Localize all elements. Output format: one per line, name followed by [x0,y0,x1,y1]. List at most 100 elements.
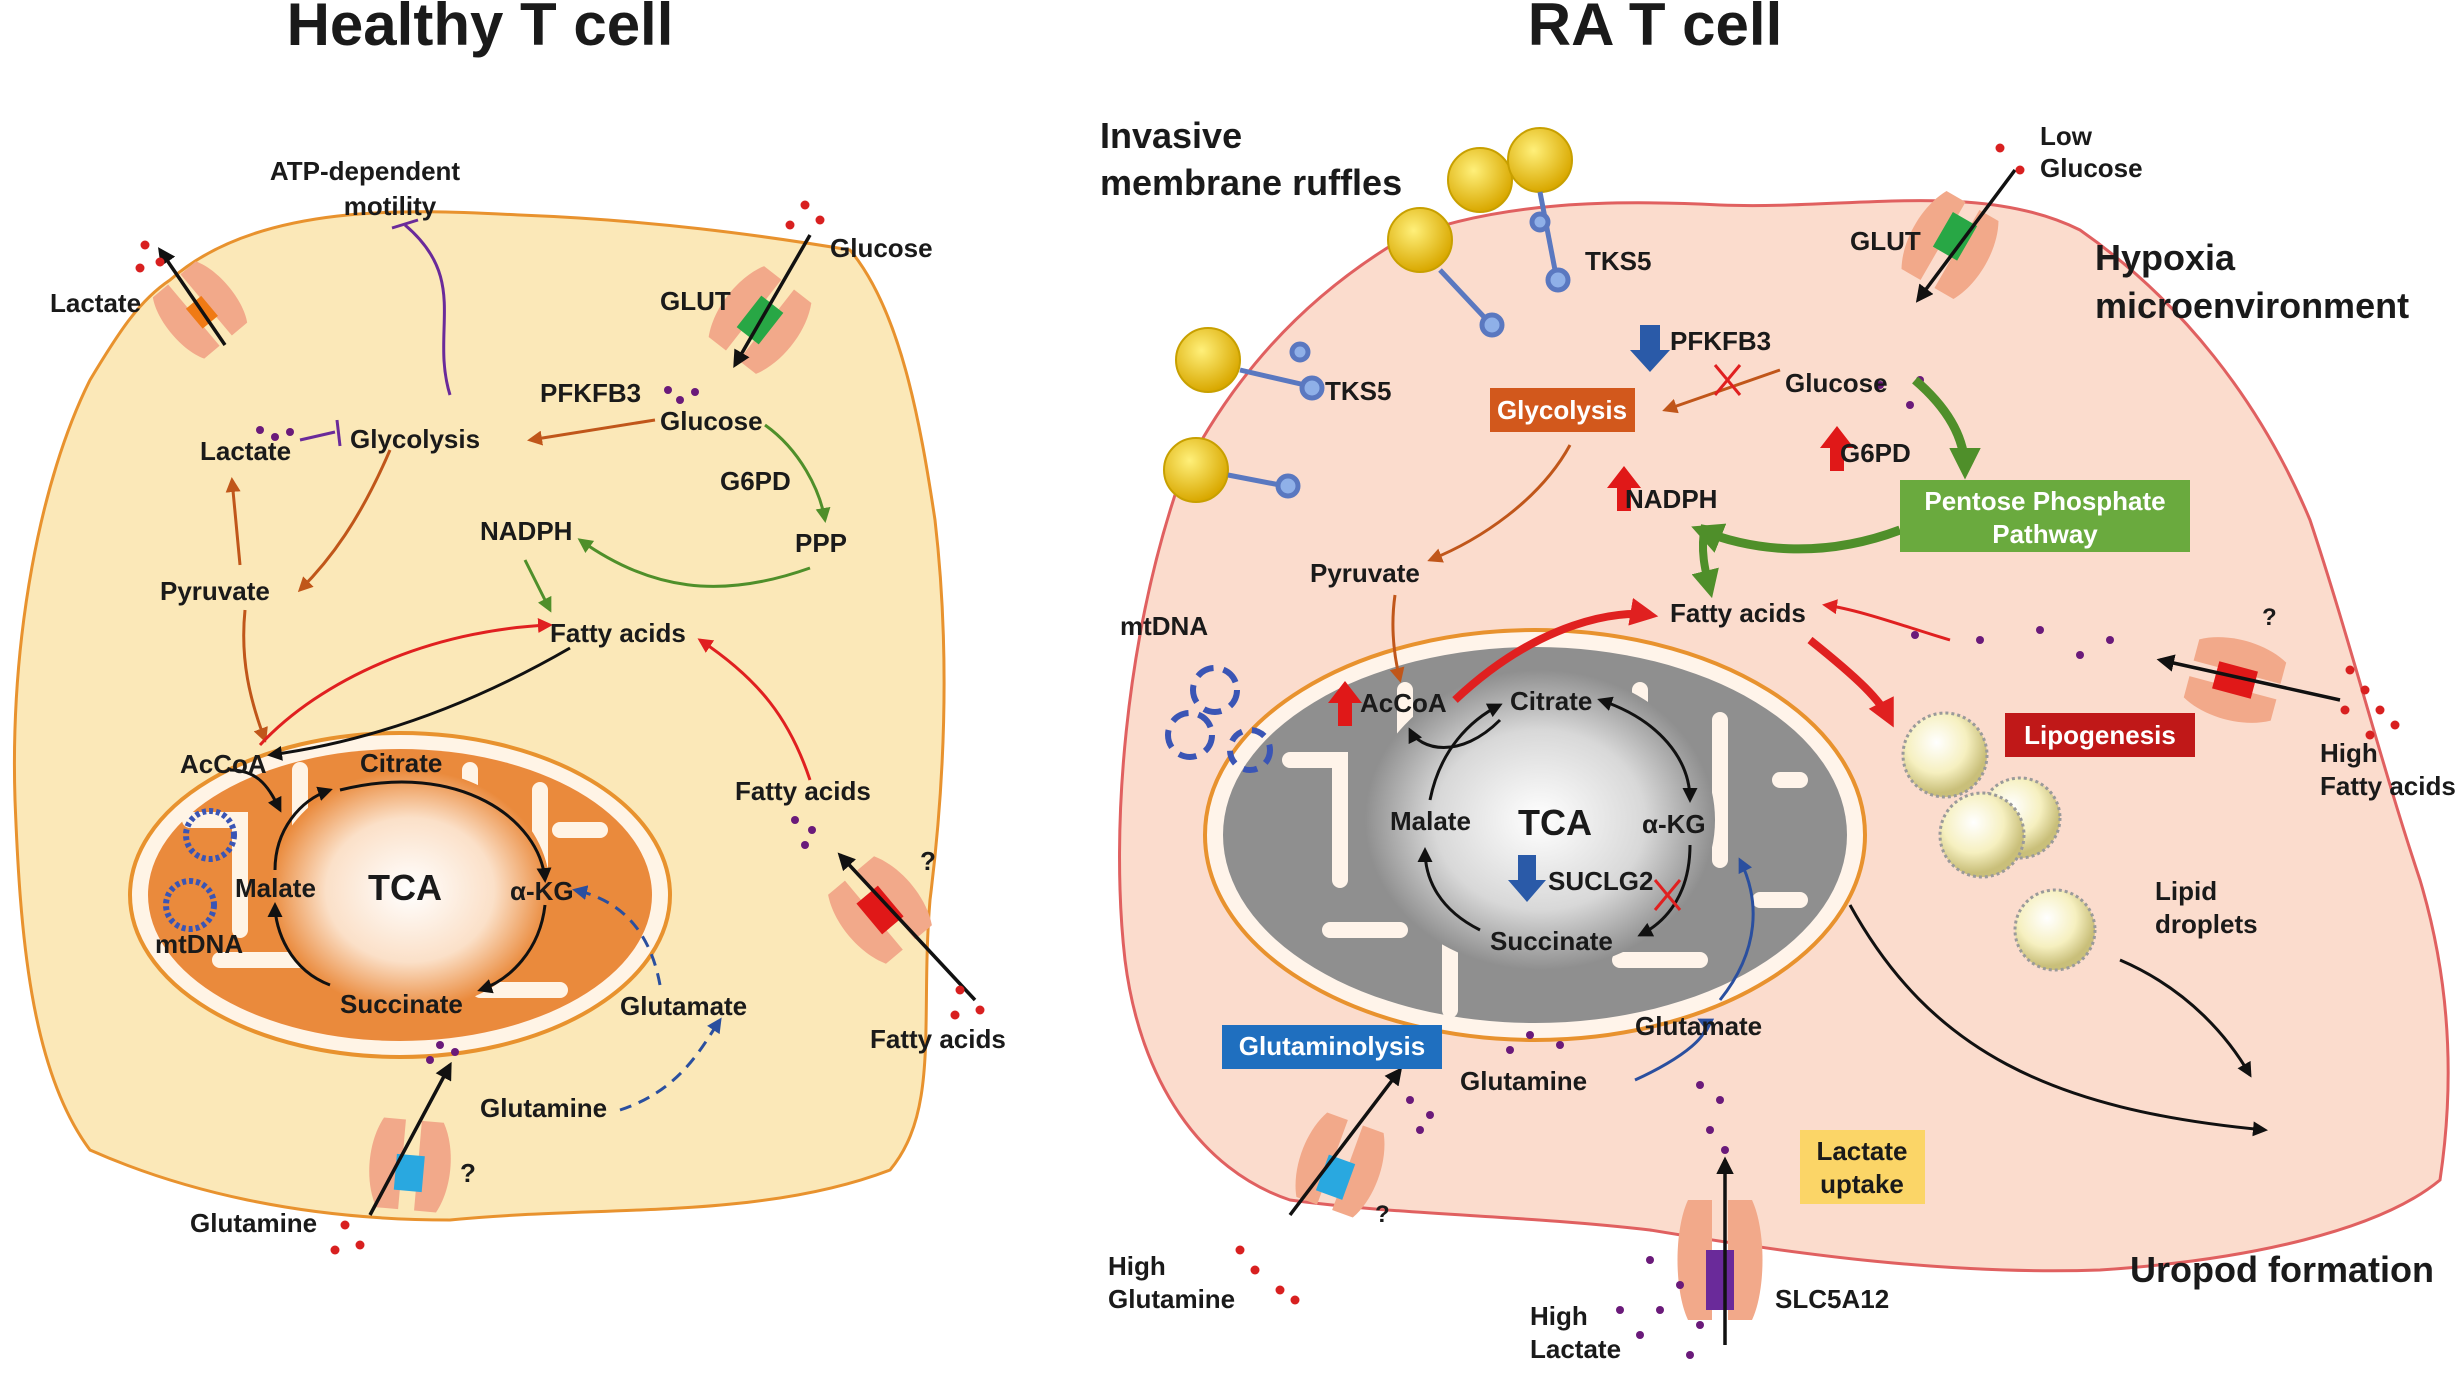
ra-q-fa: ? [2262,604,2277,631]
ra-slc5a12: SLC5A12 [1775,1284,1889,1314]
ra-citrate: Citrate [1510,686,1592,716]
ra-lactate-uptake-1: Lactate [1816,1136,1907,1166]
ra-uropod: Uropod formation [2130,1249,2434,1290]
healthy-lactate-out: Lactate [50,288,141,318]
ra-low-glucose-2: Glucose [2040,153,2143,183]
ra-succinate: Succinate [1490,926,1613,956]
ra-lipid-1: Lipid [2155,876,2217,906]
glutamine-transporter-icon [1295,1112,1385,1218]
healthy-acoa: AcCoA [180,749,267,779]
ra-fatty-acids: Fatty acids [1670,598,1806,628]
mtdna-ring-icon [183,808,237,862]
healthy-succinate: Succinate [340,989,463,1019]
ra-ruffles-1: Invasive [1100,115,1242,156]
healthy-fatty-acids-out: Fatty acids [870,1024,1006,1054]
healthy-cell-membrane [13,210,946,1222]
ra-glutaminolysis-box [1222,1025,1442,1069]
healthy-mitochondrion [128,731,672,1059]
up-arrow-icon [1328,426,1854,726]
healthy-dots [135,200,985,1255]
healthy-pfkfb3: PFKFB3 [540,378,641,408]
healthy-g6pd: G6PD [720,466,791,496]
inhibition-cross-icon [1653,364,1742,911]
ra-ppp-1: Pentose Phosphate [1924,486,2165,516]
ra-low-glucose-1: Low [2040,121,2093,151]
ra-glutamine: Glutamine [1460,1066,1587,1096]
ra-high-glutamine-1: High [1108,1251,1166,1281]
healthy-mtdna-label: mtDNA [155,929,243,959]
ra-high-lactate-1: High [1530,1301,1588,1331]
ra-suclg2: SUCLG2 [1548,866,1653,896]
healthy-q-fatty: ? [920,846,936,876]
healthy-glutamate: Glutamate [620,991,747,1021]
healthy-ppp: PPP [795,528,847,558]
healthy-fatty-acids-in: Fatty acids [735,776,871,806]
ra-pyruvate: Pyruvate [1310,558,1420,588]
ra-glutamate: Glutamate [1635,1011,1762,1041]
ra-tks5-group [1163,127,1573,503]
ra-lipogenesis: Lipogenesis [2024,720,2176,750]
healthy-glucose-out: Glucose [830,233,933,263]
ra-glut: GLUT [1850,226,1921,256]
mtdna-ring-icon [1165,710,1215,760]
ra-lactate-box [1800,1130,1925,1204]
healthy-glycolysis: Glycolysis [350,424,480,454]
healthy-pyruvate: Pyruvate [160,576,270,606]
healthy-glutamine-in: Glutamine [480,1093,607,1123]
ra-pfkfb3: PFKFB3 [1670,326,1771,356]
healthy-mtdna [163,808,237,932]
fatty-acid-transporter-icon [828,856,932,964]
ra-akg: α-KG [1642,809,1706,839]
down-arrow-icon [1508,325,1670,902]
ra-title: RA T cell [1528,0,1783,58]
ra-glycolysis-box [1490,388,1635,432]
healthy-tca: TCA [368,867,442,908]
ra-ppp-2: Pathway [1992,519,2098,549]
healthy-glut: GLUT [660,286,731,316]
ra-panel: RA T cell [1100,0,2456,1364]
healthy-atp-motility-1: ATP-dependent [270,156,461,186]
ra-acoa: AcCoA [1360,688,1447,718]
healthy-q-glutamine: ? [460,1158,476,1188]
ra-malate: Malate [1390,806,1471,836]
ra-lactate-uptake-2: uptake [1820,1169,1904,1199]
healthy-malate: Malate [235,873,316,903]
fatty-acid-transporter-icon [2183,637,2287,723]
mtdna-ring-icon [163,878,217,932]
healthy-glucose-in: Glucose [660,406,763,436]
ra-mtdna [1165,665,1273,773]
healthy-atp-motility-2: motility [344,191,437,221]
ra-tks5-a: TKS5 [1585,246,1651,276]
ra-high-fa-1: High [2320,738,2378,768]
healthy-citrate: Citrate [360,748,442,778]
glut-transporter-icon [1901,191,1999,299]
ra-mtdna-label: mtDNA [1120,611,1208,641]
ra-lipid-2: droplets [2155,909,2258,939]
mtdna-ring-icon [1227,727,1273,773]
lipid-droplet-icon [1901,711,2097,972]
ra-g6pd: G6PD [1840,438,1911,468]
ra-hypoxia-2: microenvironment [2095,285,2409,326]
ra-hypoxia-1: Hypoxia [2095,237,2236,278]
ra-q-glutamine: ? [1375,1201,1390,1228]
ra-tca: TCA [1518,802,1592,843]
mtdna-ring-icon [1190,665,1240,715]
ra-high-glutamine-2: Glutamine [1108,1284,1235,1314]
ra-lipogenesis-box [2005,713,2195,757]
healthy-fatty-acids-center: Fatty acids [550,618,686,648]
healthy-lactate-in: Lactate [200,436,291,466]
ra-nadph: NADPH [1625,484,1717,514]
glutamine-transporter-icon [369,1117,451,1213]
tks5-protein-icon [1163,127,1573,503]
ra-glycolysis: Glycolysis [1497,395,1627,425]
ra-glutaminolysis: Glutaminolysis [1239,1031,1425,1061]
healthy-glutamine-out: Glutamine [190,1208,317,1238]
ra-high-lactate-2: Lactate [1530,1334,1621,1364]
healthy-nadph: NADPH [480,516,572,546]
ra-glucose: Glucose [1785,368,1888,398]
ra-tks5-b: TKS5 [1325,376,1391,406]
slc5a12-transporter-icon [1677,1200,1763,1320]
ra-high-fa-2: Fatty acids [2320,771,2456,801]
healthy-title: Healthy T cell [287,0,674,58]
